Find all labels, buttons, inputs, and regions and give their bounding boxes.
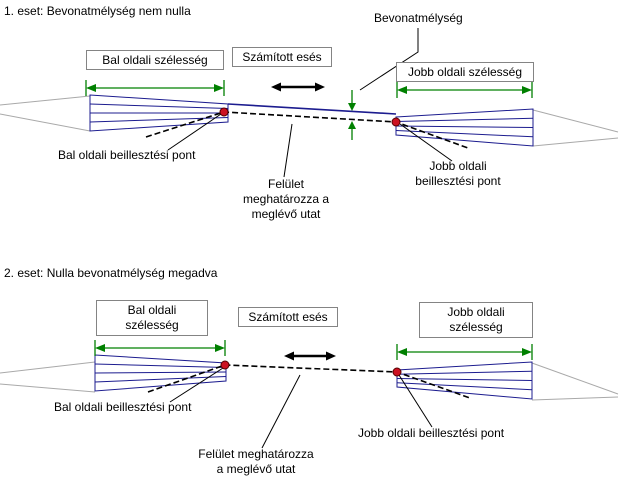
case1-left-width-label: Bal oldali szélesség	[86, 50, 224, 70]
case2-left-width-dimension	[94, 340, 226, 356]
case1-left-pavement-cross-section	[89, 94, 229, 132]
case1-right-width-dimension	[396, 82, 533, 98]
case1-slope-double-arrow	[271, 82, 325, 92]
case2-left-pavement-cross-section	[94, 354, 227, 392]
case2-right-width-dimension	[396, 344, 533, 360]
case1-computed-slope-label: Számított esés	[232, 47, 332, 67]
case1-left-insertion-label: Bal oldali beillesztési pont	[58, 148, 196, 162]
case2-leader-lines	[169, 367, 433, 449]
case1-drawing	[0, 28, 619, 178]
case1-left-width-dimension	[85, 80, 225, 96]
case2-left-insertion-point-marker	[220, 360, 230, 370]
case1-right-width-label: Jobb oldali szélesség	[396, 62, 534, 82]
case2-ground-lines	[0, 361, 619, 401]
case2-title: 2. eset: Nulla bevonatmélység megadva	[4, 266, 218, 280]
case2-surface-note: Felület meghatározza a meglévő utat	[198, 447, 314, 476]
case1-ground-lines	[0, 95, 619, 147]
case2-right-insertion-point-marker	[392, 367, 402, 377]
case2-left-width-label: Bal oldali szélesség	[96, 300, 208, 336]
case2-right-width-label: Jobb oldali szélesség	[419, 302, 533, 338]
case1-overlay-depth-label: Bevonatmélység	[374, 11, 463, 25]
case1-surface-note: Felület meghatározza a meglévő utat	[242, 177, 330, 221]
case1-title: 1. eset: Bevonatmélység nem nulla	[4, 4, 191, 18]
case1-leader-lines	[167, 28, 453, 178]
case2-existing-surface-dashed-line	[147, 364, 471, 399]
case2-slope-double-arrow	[284, 351, 336, 361]
case1-overlay-depth-dimension	[348, 90, 356, 140]
case1-right-insertion-point-marker	[391, 117, 401, 127]
case2-computed-slope-label: Számított esés	[238, 307, 338, 327]
case2-drawing	[0, 340, 619, 449]
case1-left-insertion-point-marker	[219, 107, 229, 117]
case2-right-pavement-cross-section	[396, 361, 533, 400]
case2-left-insertion-label: Bal oldali beillesztési pont	[54, 400, 192, 414]
case1-right-insertion-label: Jobb oldali beillesztési pont	[415, 159, 501, 188]
case1-existing-surface-dashed-line	[145, 111, 469, 149]
case2-right-insertion-label: Jobb oldali beillesztési pont	[358, 426, 505, 440]
case1-design-surface-line	[227, 103, 397, 115]
case1-right-pavement-cross-section	[395, 108, 534, 147]
